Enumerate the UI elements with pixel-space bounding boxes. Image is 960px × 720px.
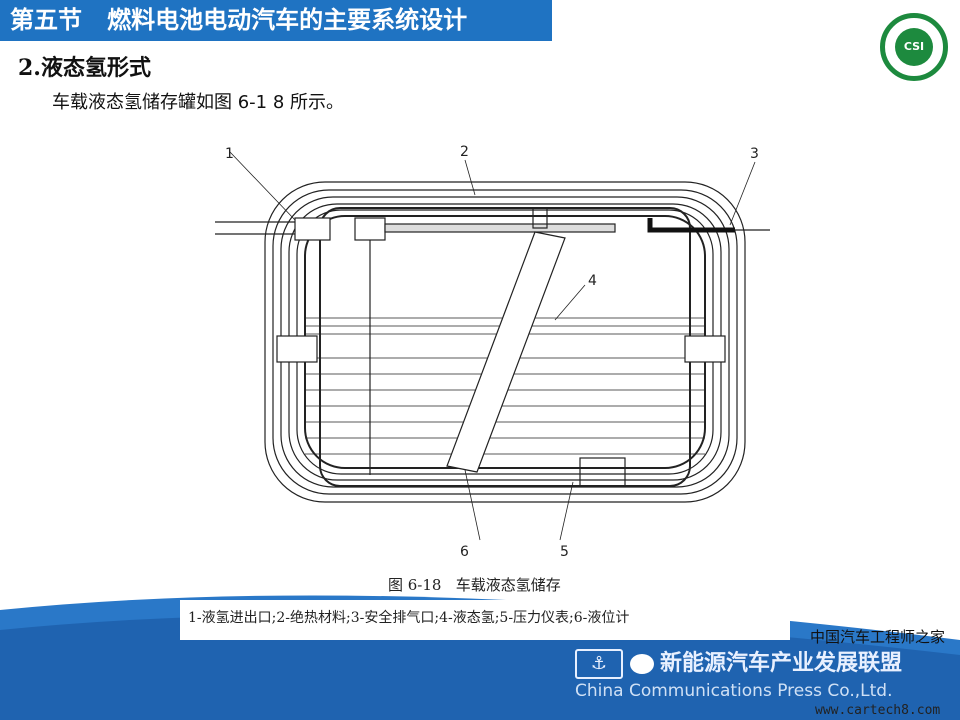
section-text: 车载液态氢储存罐如图 6-1 8 所示。	[52, 92, 345, 113]
watermark-site-name: 中国汽车工程师之家	[810, 628, 946, 646]
figure-legend: 1-液氢进出口;2-绝热材料;3-安全排气口;4-液态氢;5-压力仪表;6-液位…	[188, 610, 630, 626]
figure-caption: 图 6-18 车载液态氢储存	[388, 576, 561, 594]
slide-title: 第五节 燃料电池电动汽车的主要系统设计	[0, 0, 552, 41]
logo-text: CSI	[895, 28, 933, 66]
label-6: 6	[460, 544, 469, 560]
liquid-hydrogen-tank-diagram: 1 2 3 4 5 6	[215, 144, 770, 560]
press-logo-icon: ⚓	[575, 649, 623, 679]
label-2: 2	[460, 144, 469, 160]
label-5: 5	[560, 544, 569, 560]
watermark-press: China Communications Press Co.,Ltd.	[575, 681, 893, 701]
watermark-url: www.cartech8.com	[815, 703, 941, 718]
footer-swoosh	[0, 595, 960, 720]
label-3: 3	[750, 146, 759, 162]
section-heading: 2.液态氢形式	[18, 55, 151, 81]
wechat-icon	[630, 654, 654, 674]
label-4: 4	[588, 273, 597, 289]
organization-logo: CSI	[880, 13, 948, 81]
watermark-alliance: 新能源汽车产业发展联盟	[660, 651, 903, 676]
label-1: 1	[225, 146, 234, 162]
